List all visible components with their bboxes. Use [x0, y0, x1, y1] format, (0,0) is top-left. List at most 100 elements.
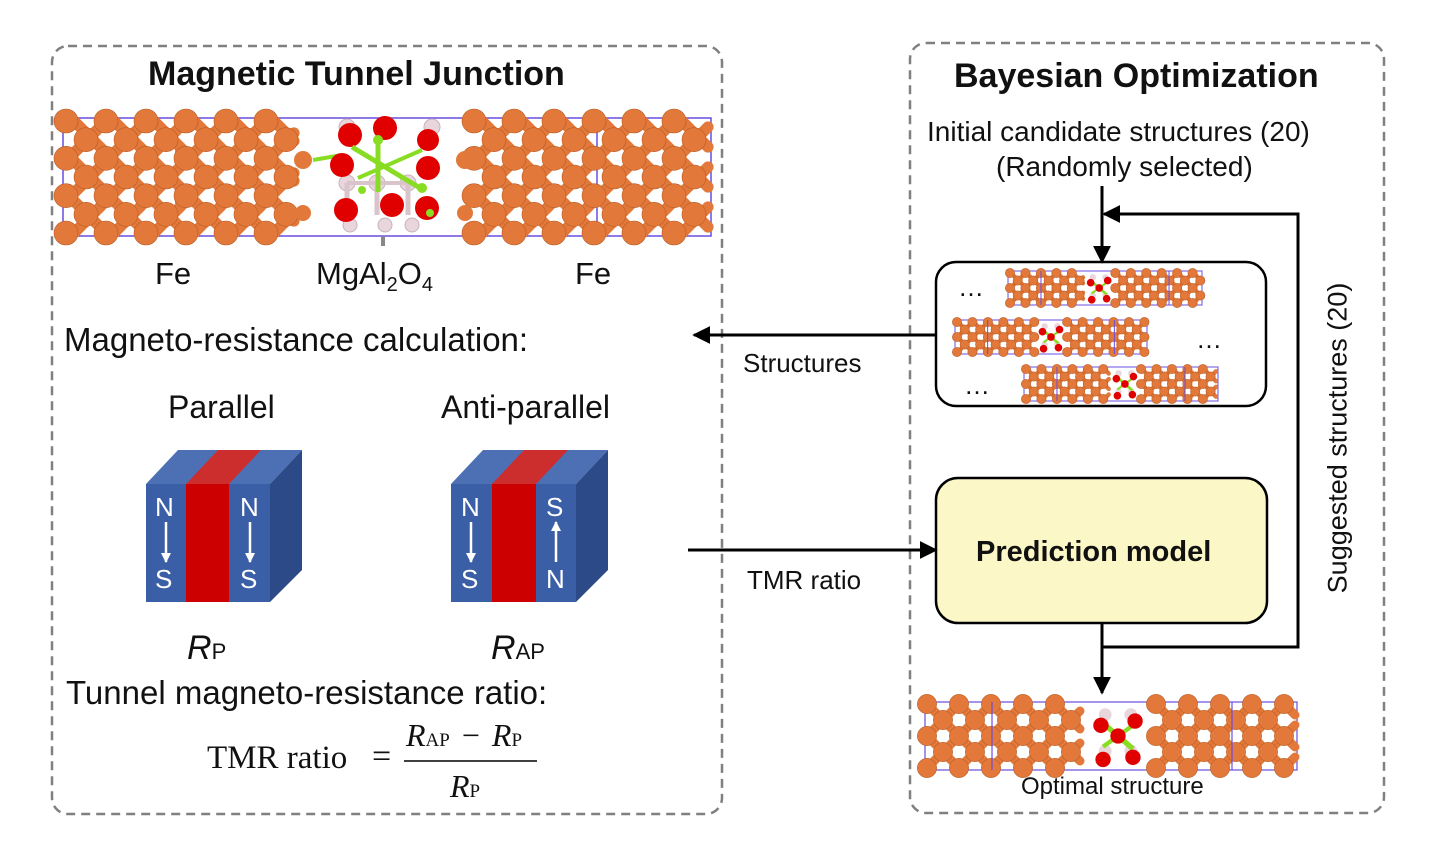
fe-atom [1131, 339, 1142, 350]
formula-eq: = [372, 738, 392, 775]
fe-atom [959, 324, 970, 335]
fe-atom [1098, 394, 1109, 404]
fe-atom [1021, 324, 1032, 335]
fe-atom [113, 127, 139, 152]
r-symbol: R [187, 629, 212, 667]
mg-atom [358, 186, 366, 194]
bo-title: Bayesian Optimization [954, 57, 1319, 95]
magnet-antiparallel [451, 450, 608, 602]
pole-label: S [155, 564, 173, 594]
r-subscript: P [211, 639, 227, 664]
fe-atom [501, 146, 527, 171]
fe-atom [1013, 347, 1024, 357]
fe-atom [1013, 758, 1033, 778]
barrier-atoms [294, 116, 474, 246]
candidate-structure-2 [952, 317, 1150, 357]
subscript-4: 4 [421, 274, 434, 297]
fe-atom [1045, 694, 1065, 714]
r-subscript: P [511, 730, 523, 751]
fe-atom [1066, 298, 1077, 308]
fe-atom [1194, 742, 1214, 762]
fe-atom [501, 108, 527, 134]
fe-atom [990, 339, 1001, 350]
magnet-side-face [576, 450, 608, 602]
fe-atom [1006, 339, 1017, 350]
fe-atom [253, 108, 279, 134]
fe-atom [133, 108, 159, 134]
barrier-top-face [492, 450, 568, 484]
fe-atom [1045, 758, 1065, 778]
fe-atom [1242, 726, 1262, 746]
o-atom [1055, 325, 1064, 334]
suggested-structures-label: Suggested structures (20) [1322, 282, 1353, 594]
fe-atom [1159, 386, 1170, 397]
fe-atom [1082, 394, 1093, 404]
r-subscript: AP [425, 730, 450, 751]
o-atom [1087, 295, 1096, 304]
fe-atom [1061, 710, 1081, 730]
fe-atom [193, 164, 219, 190]
fe-atom [1139, 317, 1150, 327]
fe-atom [213, 108, 239, 134]
fe-atom [1059, 371, 1070, 382]
fe-atom [1090, 371, 1101, 382]
fe-atom [461, 108, 487, 134]
fe-atom [1195, 290, 1206, 301]
mr-heading: Magneto-resistance calculation: [64, 321, 529, 358]
fe-atom [959, 339, 970, 350]
fe-atom [917, 758, 937, 778]
fe-atom [1066, 268, 1077, 278]
fe-atom [1013, 332, 1024, 342]
o-atom [1038, 327, 1047, 336]
fe-atom [1116, 339, 1127, 350]
ellipsis: … [958, 272, 984, 302]
fe-atom [253, 146, 279, 171]
fe-atom [1069, 324, 1080, 335]
ellipsis: … [1196, 324, 1222, 354]
mg-atom [417, 183, 427, 193]
fe-atom [1043, 275, 1054, 286]
fe-atom [1141, 283, 1152, 293]
fe-atom [1133, 290, 1144, 301]
fe-atom [998, 347, 1009, 357]
o-atom [338, 123, 362, 147]
fe-atom [253, 220, 279, 246]
fe-atom [1179, 290, 1190, 301]
fe-atom [1044, 371, 1055, 382]
fe-atom [1258, 742, 1278, 762]
fe-atom [213, 183, 239, 208]
o-atom [1128, 390, 1137, 399]
fe-atom [521, 164, 547, 190]
fe-atom [1151, 379, 1162, 389]
fe-atom [1044, 386, 1055, 397]
fe-atom [1061, 742, 1081, 762]
al-atom [404, 217, 420, 233]
fe-atom [965, 710, 985, 730]
fe-atom [661, 146, 687, 171]
fe-atom [1075, 371, 1086, 382]
fe-atom [1187, 298, 1198, 308]
fe-atom [93, 183, 119, 208]
o-atom [1095, 284, 1104, 292]
fe-atom [501, 220, 527, 246]
fe-atom [1012, 290, 1023, 301]
minus-sign: − [461, 717, 480, 753]
o-text: O [397, 256, 422, 291]
fe-atom [997, 742, 1017, 762]
fe-atom [1059, 386, 1070, 397]
fe-lattice-left [53, 108, 300, 246]
fe-atom [1013, 317, 1024, 327]
fe-atom [521, 202, 547, 227]
ellipsis: … [964, 370, 990, 400]
fe-atom [1133, 275, 1144, 286]
fe-atom [1029, 332, 1040, 342]
fe-atom [1020, 283, 1031, 293]
fe-atom [1077, 347, 1088, 357]
fe-atom [1045, 726, 1065, 746]
fe-atom [541, 220, 567, 246]
fe-atom [1125, 268, 1136, 278]
fe-atom [981, 726, 1001, 746]
pole-label: N [240, 492, 259, 522]
rap-label: RAP [491, 629, 545, 668]
